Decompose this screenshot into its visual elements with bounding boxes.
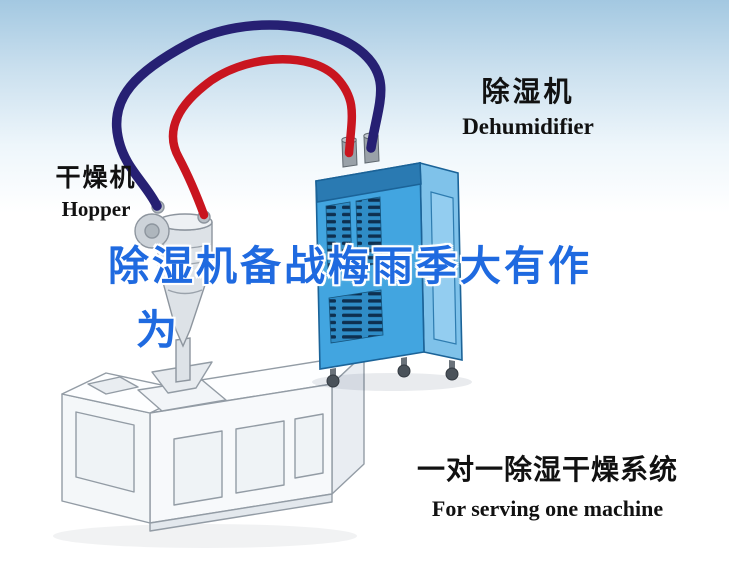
dryer-label: 干燥机 Hopper [48, 158, 144, 222]
headline: 除湿机备战梅雨季大有作 为 [108, 232, 592, 356]
dehumidifier-illustration [312, 132, 472, 391]
dryer-machine-illustration [53, 353, 365, 548]
machine-panel [75, 411, 135, 493]
vent-grille [355, 196, 383, 268]
vent-grille [328, 289, 384, 344]
dryer-label-en: Hopper [61, 197, 131, 221]
dehumidifier-label-en: Dehumidifier [462, 114, 594, 139]
dryer-label-cn: 干燥机 [55, 164, 137, 192]
dehumidifier-label-cn: 除湿机 [481, 76, 575, 107]
machine-panel [173, 430, 223, 506]
machine-panel [294, 413, 324, 479]
headline-line2: 为 [136, 307, 177, 353]
system-caption-en: For serving one machine [431, 496, 664, 521]
red-hose [168, 55, 357, 220]
dehumidifier-label: 除湿机 Dehumidifier [450, 70, 606, 140]
system-caption-cn: 一对一除湿干燥系统 [416, 454, 678, 485]
door-handle [447, 260, 451, 269]
navy-hose [111, 20, 386, 211]
vent-grille [325, 201, 353, 273]
side-door [430, 191, 457, 345]
caster-wheels [326, 357, 459, 388]
hopper-cyclone-illustration [134, 200, 213, 383]
system-caption: 一对一除湿干燥系统 For serving one machine [405, 448, 690, 522]
machine-panel [235, 420, 285, 494]
headline-line1: 除湿机备战梅雨季大有作 [108, 243, 592, 289]
